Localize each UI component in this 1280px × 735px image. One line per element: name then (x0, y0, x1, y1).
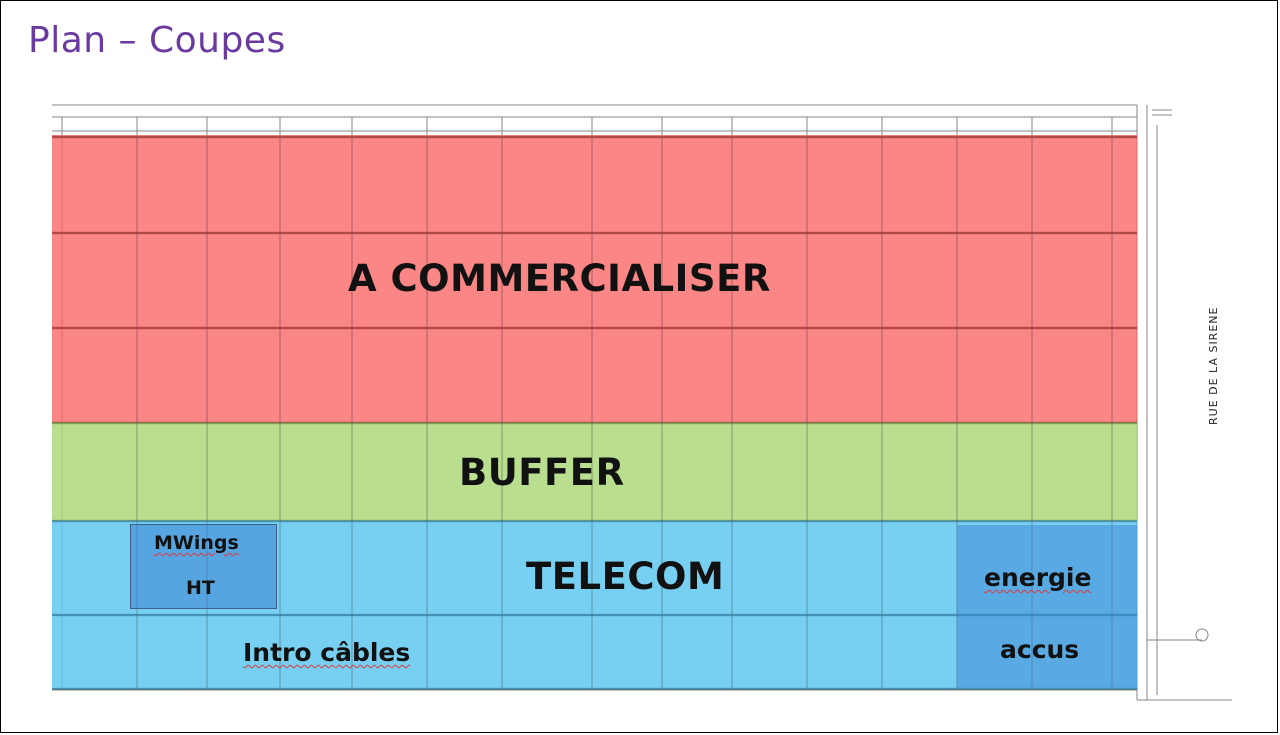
label-mwings: MWings (154, 532, 239, 554)
label-intro-cables: Intro câbles (243, 638, 411, 667)
slide-title: Plan – Coupes (28, 20, 286, 61)
label-telecom: TELECOM (526, 555, 725, 598)
zone-commercialiser (52, 135, 1137, 423)
label-buffer: BUFFER (459, 451, 625, 494)
zone-buffer (52, 423, 1137, 521)
room-mwings-ht (130, 524, 277, 609)
label-energie: energie (984, 563, 1092, 592)
section-drawing: A COMMERCIALISER BUFFER TELECOM MWings H… (52, 95, 1242, 710)
label-commercialiser: A COMMERCIALISER (348, 257, 771, 300)
room-energie-accus (957, 525, 1137, 688)
label-ht: HT (186, 577, 215, 599)
label-accus: accus (1000, 635, 1080, 664)
street-name: RUE DE LA SIRENE (1207, 306, 1220, 425)
